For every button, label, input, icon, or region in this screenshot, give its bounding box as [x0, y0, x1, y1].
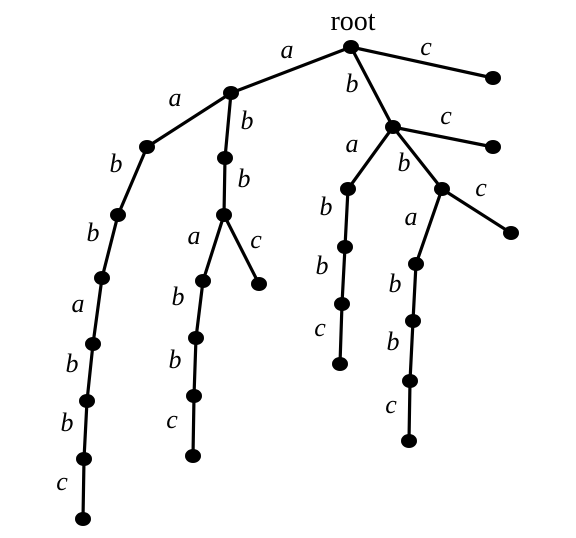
edge-label-bbc: c: [475, 173, 487, 202]
node-bbabb: [402, 374, 418, 388]
node-c: [485, 71, 501, 85]
node-abbab: [188, 331, 204, 345]
edge-label-abbabbc: c: [166, 405, 178, 434]
node-aabbabb: [76, 452, 92, 466]
node-abbabbc: [185, 449, 201, 463]
node-bab: [337, 240, 353, 254]
edge-label-aa: a: [169, 83, 182, 112]
edge-label-bab: b: [320, 192, 333, 221]
node-aabb: [94, 271, 110, 285]
edge-label-aab: b: [110, 149, 123, 178]
edge-root-a: [229, 45, 353, 95]
edge-bab-babb: [340, 245, 347, 306]
edge-label-bb: b: [398, 148, 411, 177]
node-abb: [216, 208, 232, 222]
edge-label-b: b: [346, 69, 359, 98]
edge-bbab-bbabb: [408, 319, 415, 383]
edge-abbabb-abbabbc: [191, 394, 196, 458]
edge-abbab-abbabb: [192, 336, 198, 398]
node-babbc: [332, 357, 348, 371]
edge-ab-abb: [222, 156, 227, 217]
node-bb: [434, 182, 450, 196]
edge-label-aabb: b: [87, 218, 100, 247]
edge-b-bb: [391, 125, 444, 191]
edge-label-aabba: a: [72, 289, 85, 318]
edge-aabbab-aabbabb: [82, 399, 89, 461]
edge-label-bbabb: b: [387, 327, 400, 356]
edge-aa-aab: [116, 145, 149, 217]
edge-label-a: a: [281, 35, 294, 64]
node-aab: [110, 208, 126, 222]
node-abbabb: [186, 389, 202, 403]
node-bbabbc: [401, 434, 417, 448]
node-bbc: [503, 226, 519, 240]
node-b: [385, 120, 401, 134]
edge-label-abbc: c: [250, 225, 262, 254]
edge-label-aabbabbc: c: [56, 467, 68, 496]
node-abba: [195, 274, 211, 288]
edges-layer: [81, 45, 513, 521]
edge-label-abba: a: [188, 221, 201, 250]
edge-label-abbabb: b: [169, 345, 182, 374]
edge-label-bc: c: [440, 101, 452, 130]
edge-label-aabbabb: b: [61, 408, 74, 437]
edge-label-abbab: b: [172, 282, 185, 311]
node-aabbabbc: [75, 512, 91, 526]
node-ba: [340, 182, 356, 196]
edge-abb-abba: [201, 213, 226, 283]
edge-aabbabb-aabbabbc: [81, 457, 86, 521]
node-aabba: [85, 337, 101, 351]
edge-aabb-aabba: [91, 276, 104, 346]
nodes-layer: [75, 40, 519, 526]
edge-a-aa: [145, 91, 233, 149]
edge-babb-babbc: [338, 302, 344, 366]
edge-bb-bba: [414, 187, 444, 266]
node-aabbab: [79, 394, 95, 408]
edge-label-aabbab: b: [66, 349, 79, 378]
edge-label-babbc: c: [314, 313, 326, 342]
edge-label-bbabbc: c: [385, 390, 397, 419]
edge-label-abb: b: [238, 164, 251, 193]
edge-abb-abbc: [222, 213, 261, 286]
node-babb: [334, 297, 350, 311]
edge-a-ab: [223, 91, 233, 160]
edge-b-bc: [391, 125, 495, 149]
node-a: [223, 86, 239, 100]
edge-aabba-aabbab: [85, 342, 95, 403]
node-root: [343, 40, 359, 54]
edge-bbabb-bbabbc: [407, 379, 412, 443]
edge-ba-bab: [343, 187, 350, 249]
node-bbab: [405, 314, 421, 328]
edge-label-babb: b: [316, 251, 329, 280]
edge-bba-bbab: [411, 262, 418, 323]
edge-label-bbab: b: [389, 269, 402, 298]
edge-root-b: [349, 45, 395, 129]
node-ab: [217, 151, 233, 165]
edge-aab-aabb: [100, 213, 120, 280]
edge-bb-bbc: [440, 187, 513, 235]
root-label: root: [330, 6, 375, 37]
node-bc: [485, 140, 501, 154]
node-bba: [408, 257, 424, 271]
node-aa: [139, 140, 155, 154]
node-abbc: [251, 277, 267, 291]
edge-root-c: [349, 45, 495, 80]
edge-label-bba: a: [405, 202, 418, 231]
edge-label-ba: a: [346, 129, 359, 158]
edge-b-ba: [346, 125, 395, 191]
edge-abba-abbab: [194, 279, 205, 340]
edge-label-c: c: [420, 32, 432, 61]
edge-label-ab: b: [241, 106, 254, 135]
